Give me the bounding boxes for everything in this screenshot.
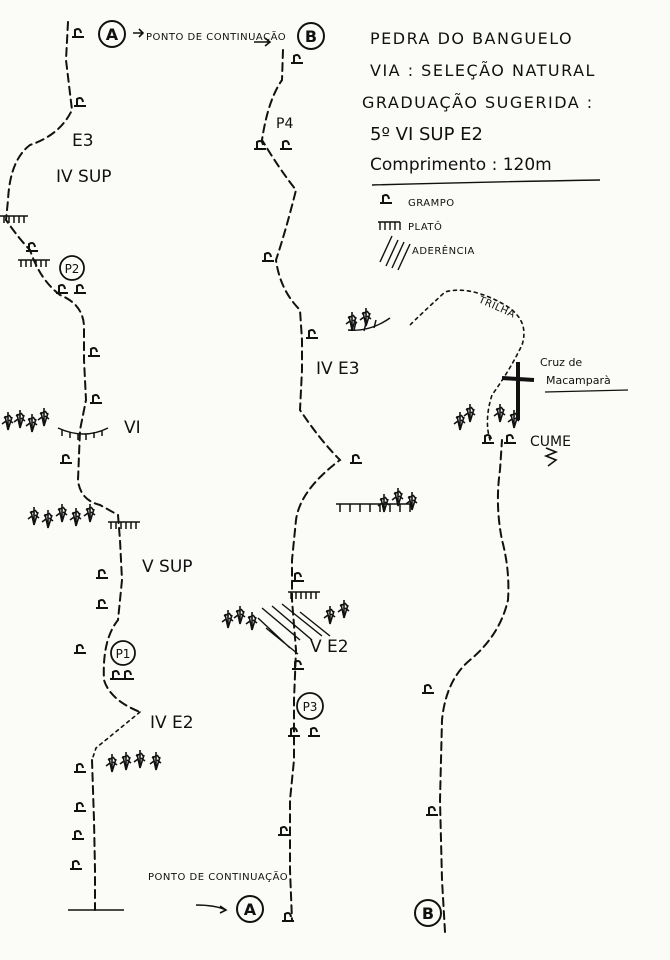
- continuation-top-label: PONTO DE CONTINUAÇÃO: [146, 30, 286, 43]
- grade-v-sup: V SUP: [142, 557, 193, 577]
- summit-label: CUME: [530, 434, 571, 450]
- legend: GRAMPO PLATÔ ADERÊNCIA: [378, 195, 475, 270]
- header-divider: [372, 180, 600, 185]
- legend-label-ledge: PLATÔ: [408, 220, 442, 233]
- slab-hatch-icon: [380, 236, 410, 270]
- legend-label-bolt: GRAMPO: [408, 198, 455, 209]
- route-b-line: [262, 50, 340, 920]
- belay-p2-label: P2: [65, 262, 80, 276]
- grade-iv-e3: IV E3: [316, 359, 360, 379]
- suggested-grade-label: GRADUAÇÃO SUGERIDA :: [362, 93, 594, 112]
- arrow-right-icon: [133, 29, 143, 37]
- cross-leader-line: [545, 390, 628, 392]
- ledge-icon: [378, 222, 400, 230]
- marker-a-top: A: [99, 21, 125, 47]
- belay-p3-label: P3: [303, 700, 318, 714]
- cross-label-line1: Cruz de: [540, 356, 582, 369]
- suggested-grade: 5º VI SUP E2: [370, 124, 483, 145]
- marker-a-bottom: A: [237, 896, 263, 922]
- route-b-exit-line: [410, 290, 524, 932]
- route-name: VIA : SELEÇÃO NATURAL: [370, 61, 596, 80]
- legend-label-slab: ADERÊNCIA: [412, 244, 475, 257]
- trail-label: TRILHA: [476, 294, 517, 320]
- grade-vi: VI: [124, 418, 141, 438]
- belay-p4-label: P4: [276, 116, 293, 132]
- grade-iv-sup: IV SUP: [56, 167, 112, 187]
- summit-marker-icon: [546, 448, 556, 466]
- marker-b-top: B: [298, 23, 324, 49]
- marker-b-top-label: B: [305, 27, 317, 46]
- belay-p2: P2: [60, 256, 84, 280]
- grade-v-e2: V E2: [310, 637, 349, 657]
- arrow-right-icon: [196, 905, 226, 913]
- marker-b-bottom-label: B: [422, 904, 434, 923]
- route-length: Comprimento : 120m: [370, 155, 552, 175]
- marker-b-bottom: B: [415, 900, 441, 926]
- grade-iv-e2: IV E2: [150, 713, 194, 733]
- cross-label-line2: Macamparà: [546, 374, 611, 387]
- crag-name: PEDRA DO BANGUELO: [370, 29, 573, 48]
- marker-a-bottom-label: A: [244, 900, 257, 919]
- belay-p3: P3: [297, 693, 323, 719]
- grade-e3-top: E3: [72, 131, 94, 151]
- marker-a-top-label: A: [106, 25, 119, 44]
- vegetation-icons: [2, 308, 519, 772]
- continuation-bottom-label: PONTO DE CONTINUAÇÃO: [148, 870, 288, 883]
- cross-icon: [502, 362, 534, 420]
- belay-p1-label: P1: [116, 647, 131, 661]
- belay-p1: P1: [111, 641, 135, 665]
- route-a-bottom-line: [68, 760, 124, 910]
